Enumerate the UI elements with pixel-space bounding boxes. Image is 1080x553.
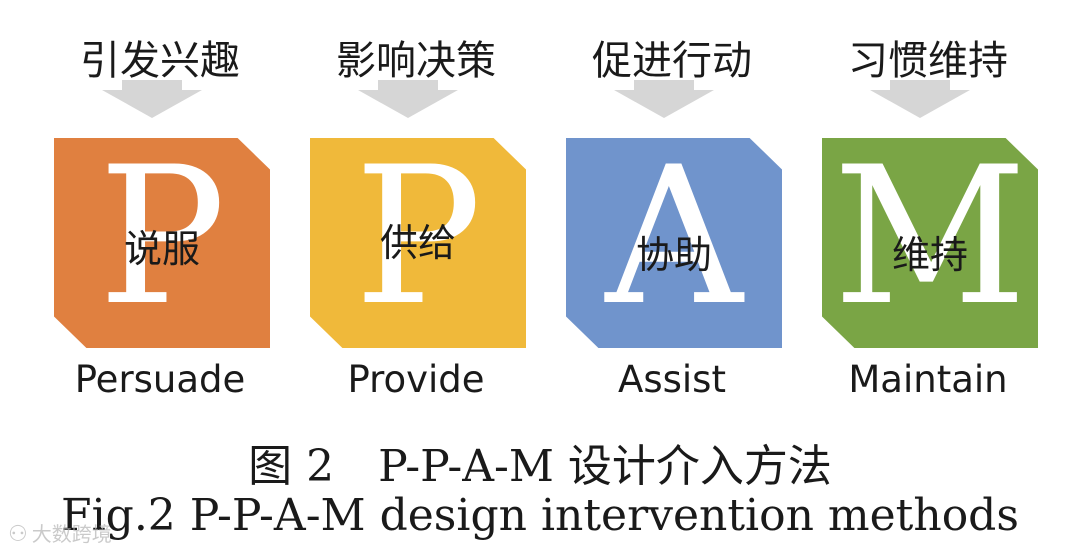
stage-assist: 促进行动 A 协助 Assist [552,0,792,410]
stage-en-label: Provide [347,358,485,401]
stage-letter: P [354,126,482,347]
down-arrow-icon [870,80,970,118]
down-arrow-icon [614,80,714,118]
stage-cn-label: 维持 [891,233,968,277]
stage-en-label: Assist [618,358,726,401]
stage-cn-label: 供给 [379,221,456,265]
stage-provide: 影响决策 P 供给 Provide [296,0,536,410]
stage-letter: M [832,126,1028,347]
stage-goal-label: 影响决策 [336,38,496,84]
stage-goal-label: 引发兴趣 [80,38,240,84]
stage-goal-label: 习惯维持 [848,38,1008,84]
stage-maintain: 习惯维持 M 维持 Maintain [808,0,1048,410]
stage-tile: P 说服 [54,138,270,348]
watermark-text: 大数跨境 [31,522,112,546]
stage-tile: P 供给 [310,138,526,348]
watermark-logo-icon: ⚇ [8,522,28,547]
down-arrow-icon [358,80,458,118]
stage-cn-label: 说服 [123,227,200,271]
stage-letter: P [98,126,226,347]
figure-caption-cn: 图 2 P-P-A-M 设计介入方法 [248,441,832,492]
stage-tile: M 维持 [822,138,1038,348]
stage-tile: A 协助 [566,138,782,348]
stage-persuade: 引发兴趣 P 说服 Persuade [40,0,280,410]
stage-cn-label: 协助 [635,233,712,277]
watermark: ⚇大数跨境 [8,518,112,547]
stage-letter: A [605,126,743,347]
stage-en-label: Maintain [848,358,1008,401]
figure-caption-en: Fig.2 P-P-A-M design intervention method… [61,490,1019,541]
stage-en-label: Persuade [74,358,246,401]
down-arrow-icon [102,80,202,118]
stage-goal-label: 促进行动 [592,38,752,84]
